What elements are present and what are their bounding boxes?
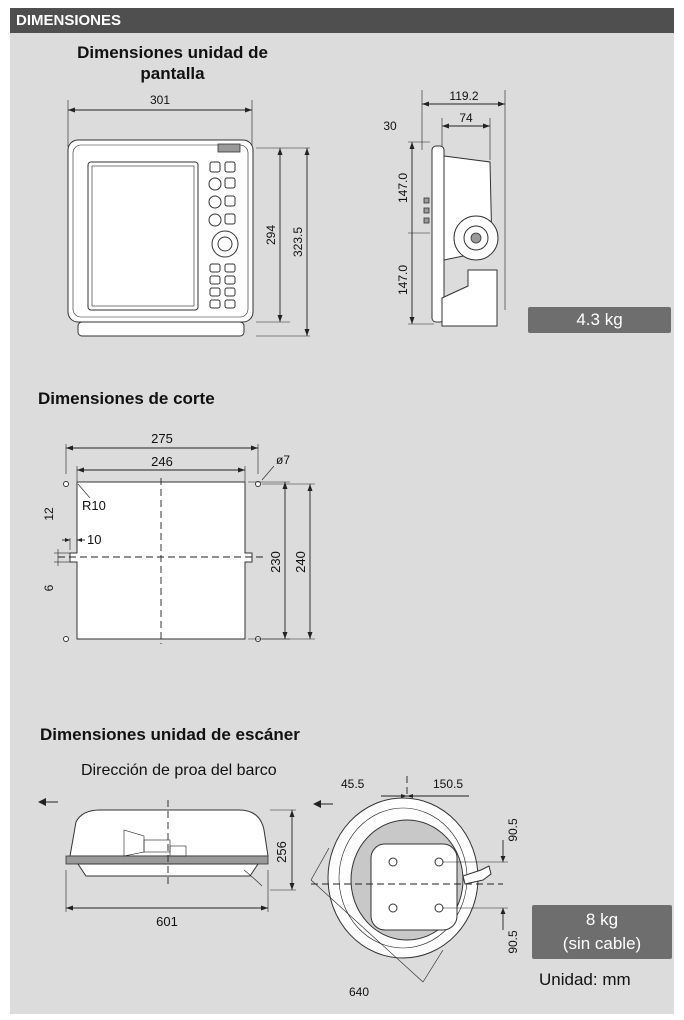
dim-scanner-offset-right: 150.5	[433, 777, 463, 791]
dim-display-front-thickness: 30	[383, 119, 397, 133]
dim-scanner-offset-bottom: 90.5	[506, 930, 520, 954]
dim-display-lower-half: 147.0	[396, 265, 410, 295]
dim-cutout-hole: ø7	[276, 453, 290, 467]
dim-display-height-total: 323.5	[291, 227, 305, 257]
display-weight-badge: 4.3 kg	[528, 307, 671, 333]
dimensions-page: DIMENSIONES Dimensiones unidad de pantal…	[10, 8, 674, 1014]
scanner-side-drawing: 601 256	[38, 798, 296, 929]
unit-label: Unidad: mm	[539, 970, 631, 989]
section-header: DIMENSIONES	[10, 8, 674, 33]
cutout-title: Dimensiones de corte	[38, 389, 215, 408]
section-title: DIMENSIONES	[16, 12, 122, 29]
dim-display-upper-half: 147.0	[396, 173, 410, 203]
dim-scanner-height: 256	[274, 841, 289, 863]
display-unit-title: Dimensiones unidad de pantalla	[77, 43, 268, 83]
display-side-drawing: 119.2 74 30 147.0 147.0	[383, 89, 506, 327]
dim-cutout-inner-height: 230	[268, 551, 283, 573]
dim-scanner-diameter: 640	[349, 985, 369, 999]
dim-scanner-offset-left: 45.5	[341, 777, 365, 791]
dim-display-height-inner: 294	[264, 225, 278, 245]
dim-cutout-notch-depth: 10	[87, 532, 101, 547]
dim-cutout-outer-height: 240	[293, 551, 308, 573]
bow-direction-label: Dirección de proa del barco	[81, 762, 277, 779]
dim-cutout-notch-height: 6	[42, 584, 56, 591]
dim-cutout-radius: R10	[82, 498, 106, 513]
dim-display-depth-body: 74	[459, 111, 473, 125]
dim-display-width: 301	[150, 93, 170, 107]
dim-cutout-inner-width: 246	[151, 454, 173, 469]
dim-scanner-offset-top: 90.5	[506, 818, 520, 842]
dim-cutout-outer-width: 275	[151, 431, 173, 446]
dim-cutout-top-offset: 12	[42, 507, 56, 521]
dim-display-depth-total: 119.2	[449, 89, 478, 103]
scanner-weight-badge: 8 kg (sin cable)	[532, 905, 672, 959]
cutout-drawing: 275 246 ø7 R10 12 6 10	[42, 431, 315, 644]
scanner-title: Dimensiones unidad de escáner	[40, 725, 300, 744]
scanner-top-drawing: 45.5 150.5 640 90.5 90.5	[310, 776, 520, 999]
dim-scanner-width: 601	[156, 914, 178, 929]
display-front-drawing: 301 294 323.5	[67, 93, 310, 337]
